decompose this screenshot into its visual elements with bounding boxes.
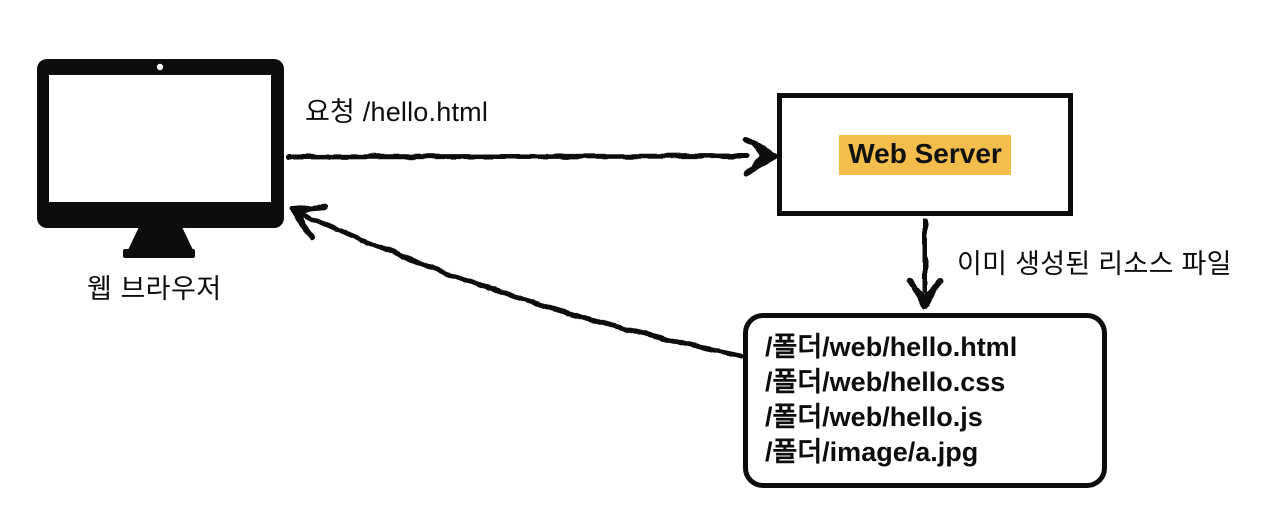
resource-files-box: /폴더/web/hello.html /폴더/web/hello.css /폴더…	[743, 313, 1107, 488]
server-to-files-arrowhead	[907, 278, 943, 309]
resource-file-path: /폴더/image/a.jpg	[765, 437, 979, 467]
response-label: 이미 생성된 리소스 파일	[957, 249, 1232, 279]
request-arrow-line	[285, 153, 750, 160]
resource-file-path: /폴더/web/hello.html	[765, 332, 1018, 362]
files-to-browser-arrow-line	[294, 209, 746, 359]
request-arrowhead-fill	[748, 141, 775, 171]
monitor-stand-base	[123, 249, 195, 258]
files-to-browser-arrowhead-fill	[292, 207, 322, 234]
monitor-stand	[128, 227, 193, 250]
web-server-label: Web Server	[839, 134, 1011, 175]
web-browser-label: 웹 브라우저	[87, 274, 222, 304]
server-to-files-arrowhead-fill	[912, 283, 938, 306]
resource-file-path: /폴더/web/hello.js	[765, 402, 983, 432]
request-arrow	[285, 136, 778, 176]
web-server-box: Web Server	[777, 93, 1073, 216]
monitor-camera-dot	[156, 63, 164, 71]
request-label: 요청 /hello.html	[305, 97, 489, 127]
resource-file-path: /폴더/web/hello.css	[765, 367, 1006, 397]
files-to-browser-arrow	[289, 204, 746, 359]
monitor-screen	[49, 75, 271, 202]
files-to-browser-arrowhead	[289, 204, 329, 240]
server-to-files-arrow	[907, 217, 943, 309]
request-arrowhead	[743, 136, 778, 176]
web-browser-icon	[37, 59, 284, 258]
